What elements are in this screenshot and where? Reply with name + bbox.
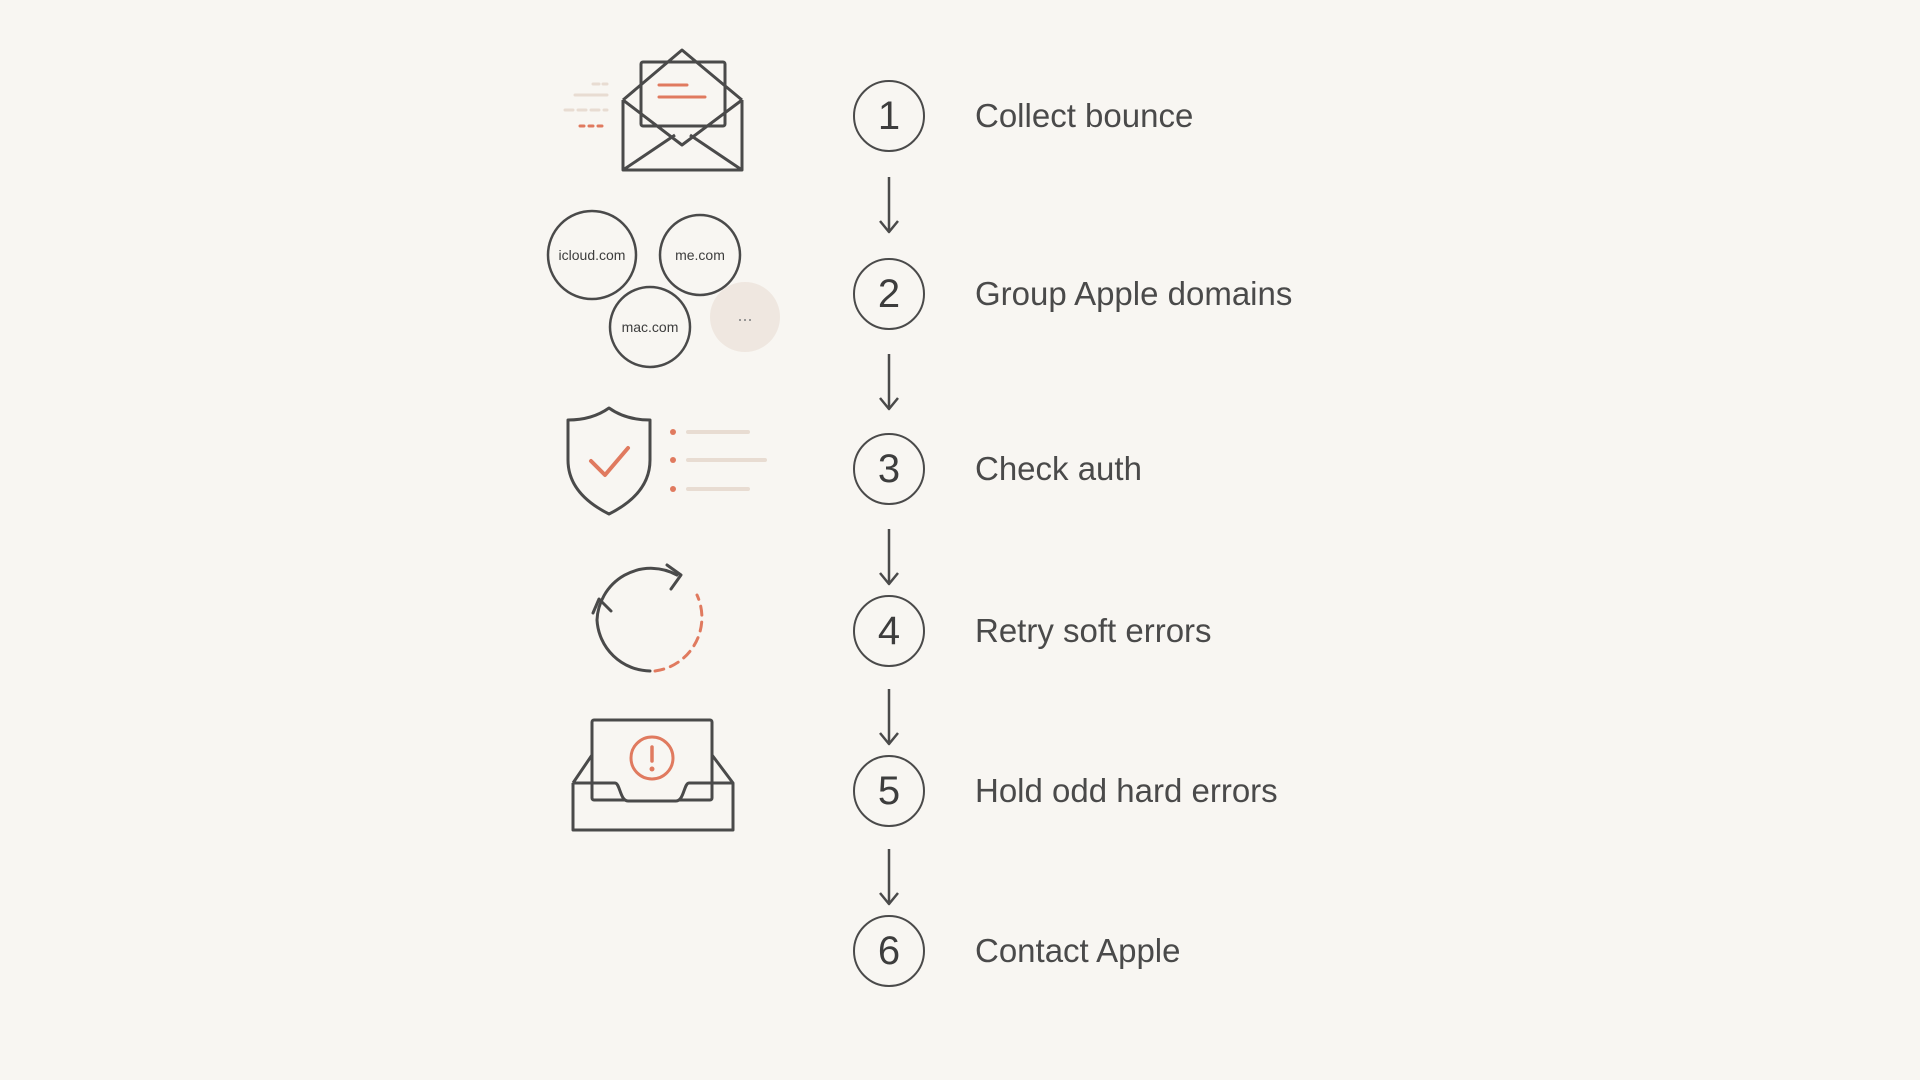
down-arrow-1 (879, 177, 899, 234)
me-domain-label: me.com (675, 247, 725, 263)
step-number-2: 2 (853, 258, 925, 330)
more-domains-label: ... (737, 305, 752, 325)
step-number-4-label: 4 (877, 608, 901, 653)
step-number-6: 6 (853, 915, 925, 987)
step-label-group-apple-domains: Group Apple domains (975, 275, 1293, 312)
step-label-retry-soft-errors: Retry soft errors (975, 612, 1212, 649)
step-number-4: 4 (853, 595, 925, 667)
chat-bubble-icon (552, 880, 742, 995)
retry-icon (591, 563, 704, 673)
down-arrow-3 (879, 529, 899, 586)
step-label-collect-bounce: Collect bounce (975, 97, 1194, 134)
step-number-3: 3 (853, 433, 925, 505)
icloud-domain-bubble (546, 209, 638, 301)
step-number-2-label: 2 (877, 271, 901, 316)
step-number-5: 5 (853, 755, 925, 827)
mac-domain-label: mac.com (622, 319, 679, 335)
shield-check-icon (566, 406, 767, 516)
down-arrow-5 (879, 849, 899, 906)
step-label-check-auth: Check auth (975, 450, 1142, 487)
inbox-alert-icon (571, 718, 735, 832)
domains-icon: ... icloud.com me.com mac.com (546, 209, 780, 369)
more-domains-bubble (710, 282, 780, 352)
icloud-domain-label: icloud.com (559, 247, 626, 263)
mac-domain-bubble (608, 285, 692, 369)
step-number-3-label: 3 (877, 446, 901, 491)
envelope-icon (563, 48, 744, 172)
step-number-5-label: 5 (877, 768, 901, 813)
step-label-contact-apple: Contact Apple (975, 932, 1181, 969)
step-label-hold-odd-hard-errors: Hold odd hard errors (975, 772, 1278, 809)
step-number-6-label: 6 (877, 928, 901, 973)
step-number-1: 1 (853, 80, 925, 152)
step-number-1-label: 1 (877, 93, 901, 138)
down-arrow-4 (879, 689, 899, 746)
down-arrow-2 (879, 354, 899, 411)
me-domain-bubble (658, 213, 742, 297)
